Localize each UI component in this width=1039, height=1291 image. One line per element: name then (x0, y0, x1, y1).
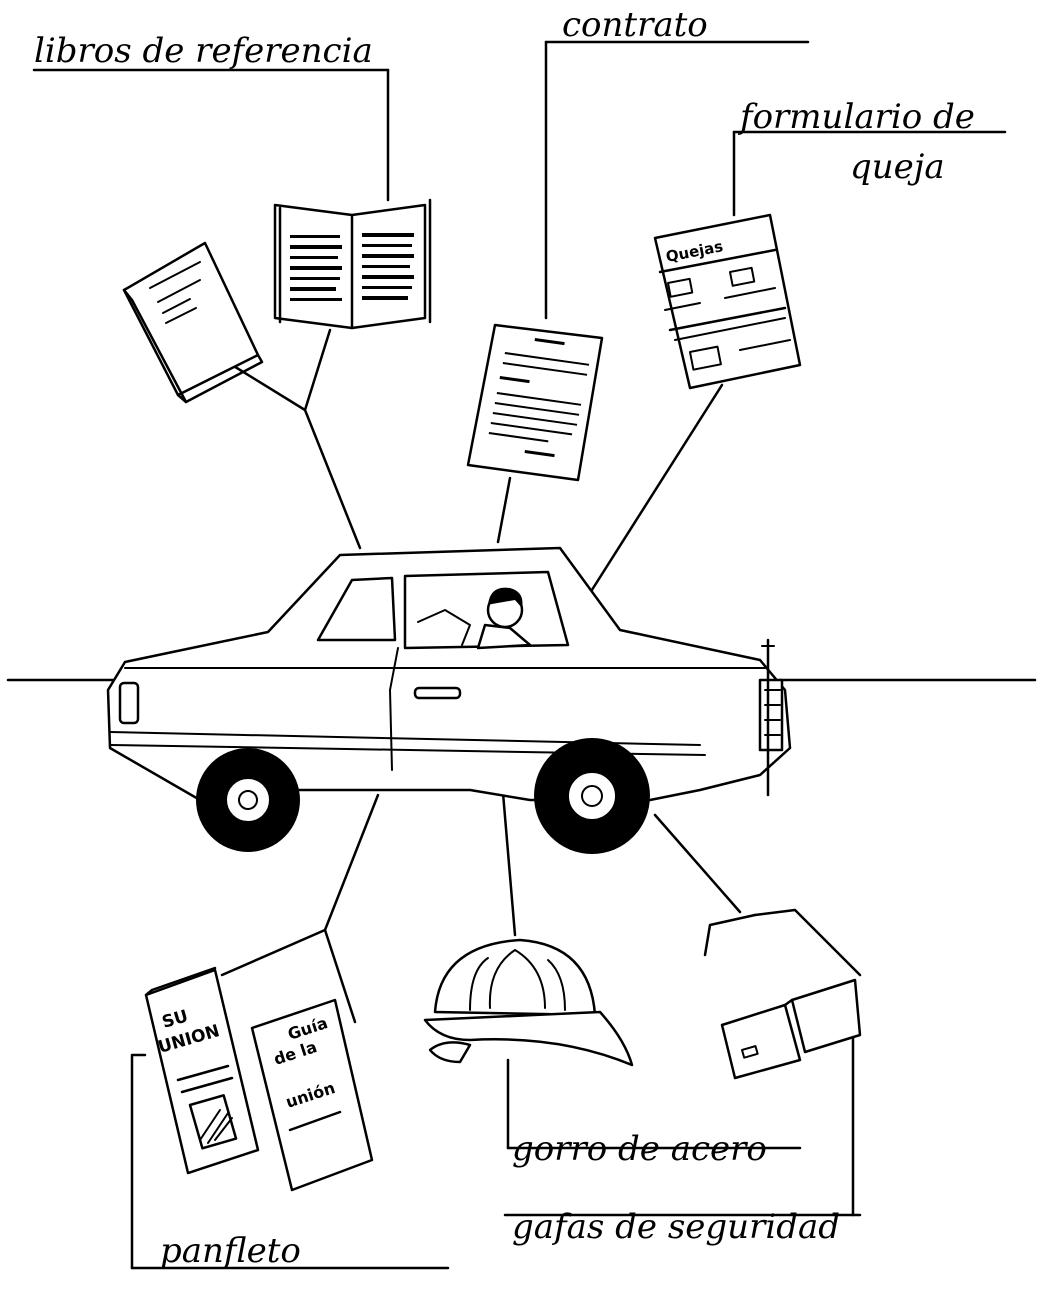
safety-glasses-icon (705, 910, 860, 1078)
contract-document-icon (468, 325, 602, 480)
closed-book-icon (124, 243, 262, 402)
contract-label: contrato (562, 5, 708, 45)
label-reference-books: libros de referencia (34, 31, 388, 71)
label-pamphlet: panfleto (132, 1231, 448, 1271)
open-book-icon (275, 200, 430, 328)
label-contract: contrato (546, 5, 808, 45)
rear-wheel-icon (196, 748, 300, 852)
pamphlet-su-union-icon: SU UNION (146, 968, 258, 1173)
label-safety-glasses: gafas de seguridad (505, 1207, 860, 1247)
reference-books-label: libros de referencia (34, 31, 373, 71)
label-complaint-form: formulario de queja (734, 97, 1005, 187)
complaint-form-label-line2: queja (850, 147, 945, 187)
front-wheel-icon (534, 738, 650, 854)
pamphlet-label: panfleto (160, 1231, 301, 1271)
union-guide-booklet-icon: Guía de la unión (252, 1000, 372, 1190)
label-hard-hat: gorro de acero (508, 1129, 800, 1169)
car-illustration (108, 548, 790, 854)
safety-glasses-label: gafas de seguridad (512, 1207, 840, 1247)
hard-hat-icon (425, 940, 632, 1065)
complaint-form-icon: Quejas (655, 215, 800, 388)
